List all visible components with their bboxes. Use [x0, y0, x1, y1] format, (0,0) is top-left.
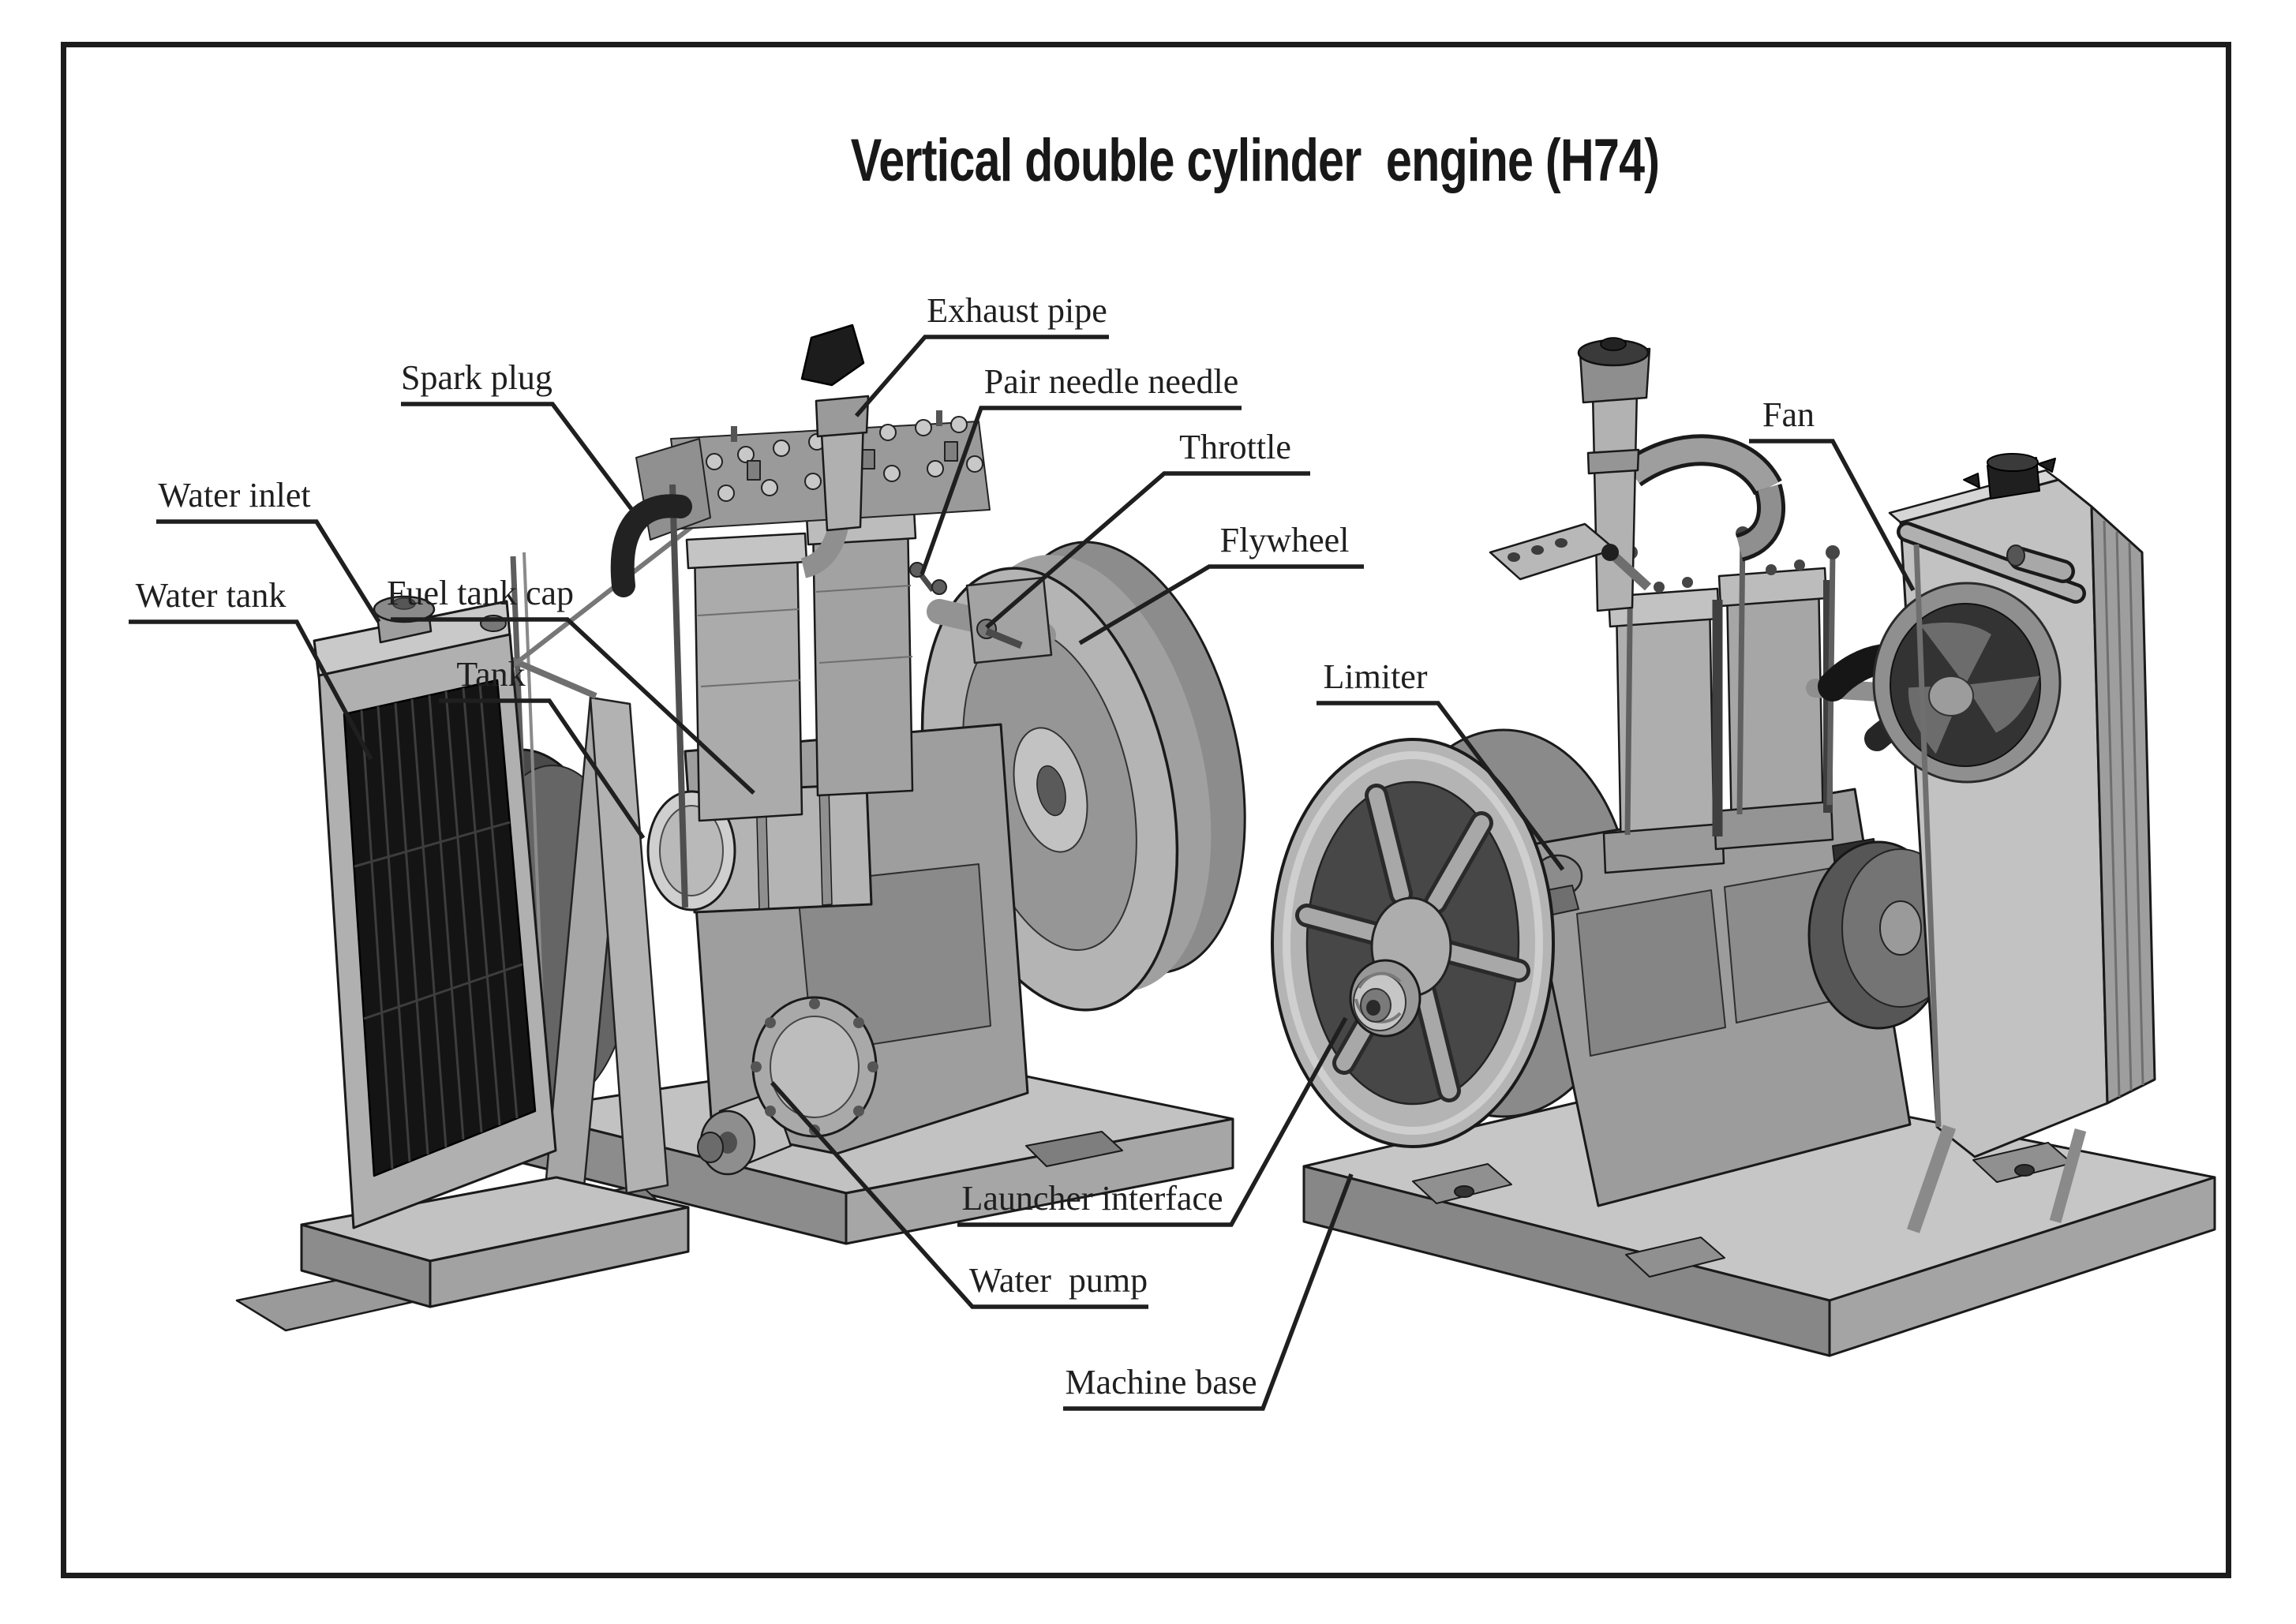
leader-water-inlet [156, 519, 381, 623]
radiator-hose [1897, 522, 2086, 604]
left-cylinders [685, 508, 917, 822]
label-pair-needle: Pair needle needle [983, 362, 1239, 401]
water-inlet-cap [373, 595, 436, 644]
right-flywheel [1271, 738, 1555, 1148]
exhaust-pipe-part [800, 324, 870, 578]
leader-lines [129, 335, 1916, 1411]
right-machine-base [1302, 1073, 2216, 1357]
label-machine-base: Machine base [1065, 1363, 1257, 1401]
page-title: Vertical double cylinder engine (H74) [850, 127, 1660, 194]
radiator-pressure-cap [1963, 453, 2056, 500]
water-tank-radiator [313, 595, 557, 1229]
leader-limiter [1317, 701, 1565, 871]
leader-fuel-tank-cap [391, 617, 755, 795]
left-radiator-base [235, 1176, 690, 1332]
label-tank: Tank [456, 655, 526, 694]
fan-and-radiator [1872, 453, 2156, 1233]
left-push-rod [669, 484, 688, 908]
leader-water-pump [770, 1081, 1148, 1309]
leader-launcher-interface [957, 1016, 1348, 1227]
leader-water-tank [129, 619, 373, 761]
right-engine-illustration [1271, 337, 2216, 1357]
label-water-inlet: Water inlet [158, 476, 311, 515]
label-spark-plug: Spark plug [401, 358, 552, 397]
label-fuel-tank-cap: Fuel tank cap [386, 574, 575, 612]
left-engine-illustration [235, 324, 1246, 1332]
leader-fan [1749, 439, 1916, 592]
leader-throttle [985, 471, 1310, 630]
label-exhaust-pipe: Exhaust pipe [927, 291, 1107, 330]
left-cylinder-head [635, 410, 991, 541]
leader-pair-needle [920, 406, 1242, 575]
label-water-tank: Water tank [135, 576, 287, 615]
fan-part [1872, 582, 2062, 784]
pair-needle-valves [909, 562, 947, 595]
page-border-frame [61, 42, 2231, 1578]
leader-flywheel [1078, 564, 1364, 645]
water-pump-part [697, 996, 878, 1176]
right-lever-bracket [1489, 522, 1652, 591]
left-engine-mount [545, 696, 669, 1195]
label-water-pump: Water pump [968, 1261, 1148, 1300]
launcher-interface-pulley [1349, 959, 1421, 1038]
radiator-legs [1906, 544, 2087, 1233]
label-throttle: Throttle [1179, 428, 1291, 466]
label-fan: Fan [1762, 395, 1815, 434]
right-cylinders [1602, 567, 1834, 874]
leader-machine-base [1063, 1173, 1354, 1411]
leader-exhaust-pipe [854, 335, 1109, 417]
spark-plug-boot [610, 494, 692, 597]
leader-spark-plug [401, 402, 634, 511]
label-flywheel: Flywheel [1219, 521, 1350, 559]
label-launcher-interface: Launcher interface [961, 1179, 1223, 1218]
label-limiter: Limiter [1323, 657, 1428, 696]
leader-tank [439, 698, 646, 840]
